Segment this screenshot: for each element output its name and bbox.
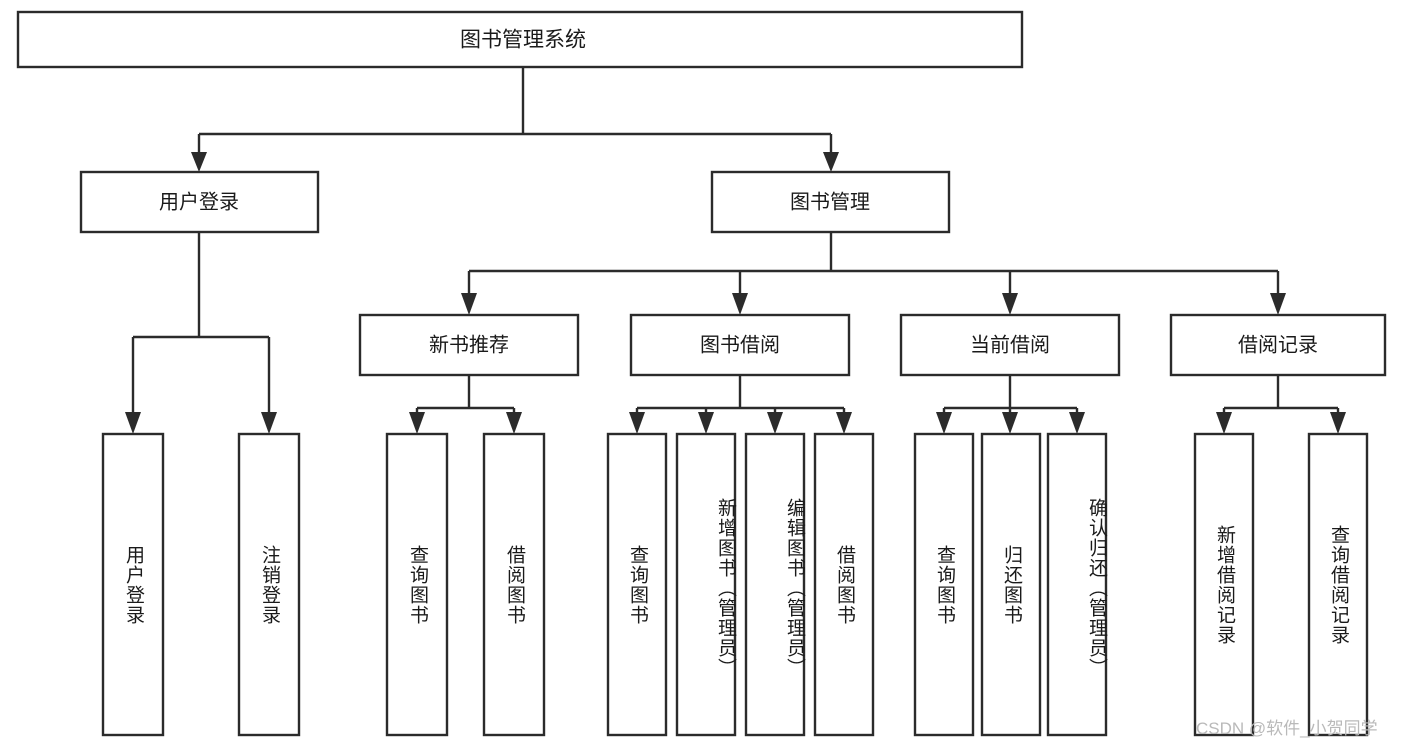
arrow-root-to-user-login <box>191 152 207 172</box>
node-book-management[interactable]: 图书管理 <box>710 170 951 234</box>
arrow-userlogin-leaf-2 <box>261 412 277 434</box>
node-user-login-box[interactable] <box>79 170 320 234</box>
arrow-newbook-leaf-2 <box>506 412 522 434</box>
arrow-userlogin-leaf-1 <box>125 412 141 434</box>
arrow-bookmgmt-to-borrow-record <box>1270 293 1286 315</box>
node-root-box[interactable] <box>16 10 1024 69</box>
node-current-borrow[interactable]: 当前借阅 <box>899 313 1121 377</box>
arrow-newbook-leaf-1 <box>409 412 425 434</box>
node-borrow-record-label: 借阅记录 <box>1238 333 1318 356</box>
leaf-box-user-login-2[interactable] <box>237 432 301 737</box>
leaf-box-book-borrow-3[interactable] <box>744 432 806 737</box>
csdn-watermark: CSDN @软件_小贺同学 <box>1196 719 1378 738</box>
node-book-management-box[interactable] <box>710 170 951 234</box>
leaf-box-new-book-1[interactable] <box>385 432 449 737</box>
arrow-bookborrow-leaf-2 <box>698 412 714 434</box>
node-user-login[interactable]: 用户登录 <box>79 170 320 234</box>
arrow-bookborrow-leaf-3 <box>767 412 783 434</box>
node-current-borrow-label: 当前借阅 <box>970 333 1050 356</box>
arrow-currentborrow-leaf-1 <box>936 412 952 434</box>
leaf-box-borrow-record-2[interactable] <box>1307 432 1369 737</box>
node-borrow-record-box[interactable] <box>1169 313 1387 377</box>
arrow-bookmgmt-to-current-borrow <box>1002 293 1018 315</box>
leaf-box-user-login-1[interactable] <box>101 432 165 737</box>
arrow-borrowrecord-leaf-2 <box>1330 412 1346 434</box>
leaf-box-current-borrow-1[interactable] <box>913 432 975 737</box>
nodes-layer: 图书管理系统 用户登录 图书管理 新书推荐 图书借阅 当前 <box>16 10 1387 737</box>
arrow-root-to-book-mgmt <box>823 152 839 172</box>
node-book-borrow[interactable]: 图书借阅 <box>629 313 851 377</box>
node-current-borrow-box[interactable] <box>899 313 1121 377</box>
leaf-box-borrow-record-1[interactable] <box>1193 432 1255 737</box>
arrow-bookborrow-leaf-4 <box>836 412 852 434</box>
arrow-bookborrow-leaf-1 <box>629 412 645 434</box>
node-book-management-label: 图书管理 <box>790 190 870 213</box>
node-user-login-label: 用户登录 <box>159 190 239 213</box>
leaf-box-new-book-2[interactable] <box>482 432 546 737</box>
leaf-box-current-borrow-3[interactable] <box>1046 432 1108 737</box>
arrow-bookmgmt-to-new-book <box>461 293 477 315</box>
leaf-box-current-borrow-2[interactable] <box>980 432 1042 737</box>
edges-layer <box>125 67 1346 434</box>
arrow-currentborrow-leaf-2 <box>1002 412 1018 434</box>
arrow-bookmgmt-to-book-borrow <box>732 293 748 315</box>
node-borrow-record[interactable]: 借阅记录 <box>1169 313 1387 377</box>
arrow-borrowrecord-leaf-1 <box>1216 412 1232 434</box>
node-root-label: 图书管理系统 <box>460 29 586 52</box>
arrow-currentborrow-leaf-3 <box>1069 412 1085 434</box>
node-book-borrow-label: 图书借阅 <box>700 333 780 356</box>
node-new-book-recommend[interactable]: 新书推荐 <box>358 313 580 377</box>
node-book-borrow-box[interactable] <box>629 313 851 377</box>
node-new-book-recommend-box[interactable] <box>358 313 580 377</box>
node-new-book-recommend-label: 新书推荐 <box>429 333 509 356</box>
leaf-box-book-borrow-1[interactable] <box>606 432 668 737</box>
node-root[interactable]: 图书管理系统 <box>16 10 1024 69</box>
leaf-box-book-borrow-2[interactable] <box>675 432 737 737</box>
leaf-box-book-borrow-4[interactable] <box>813 432 875 737</box>
